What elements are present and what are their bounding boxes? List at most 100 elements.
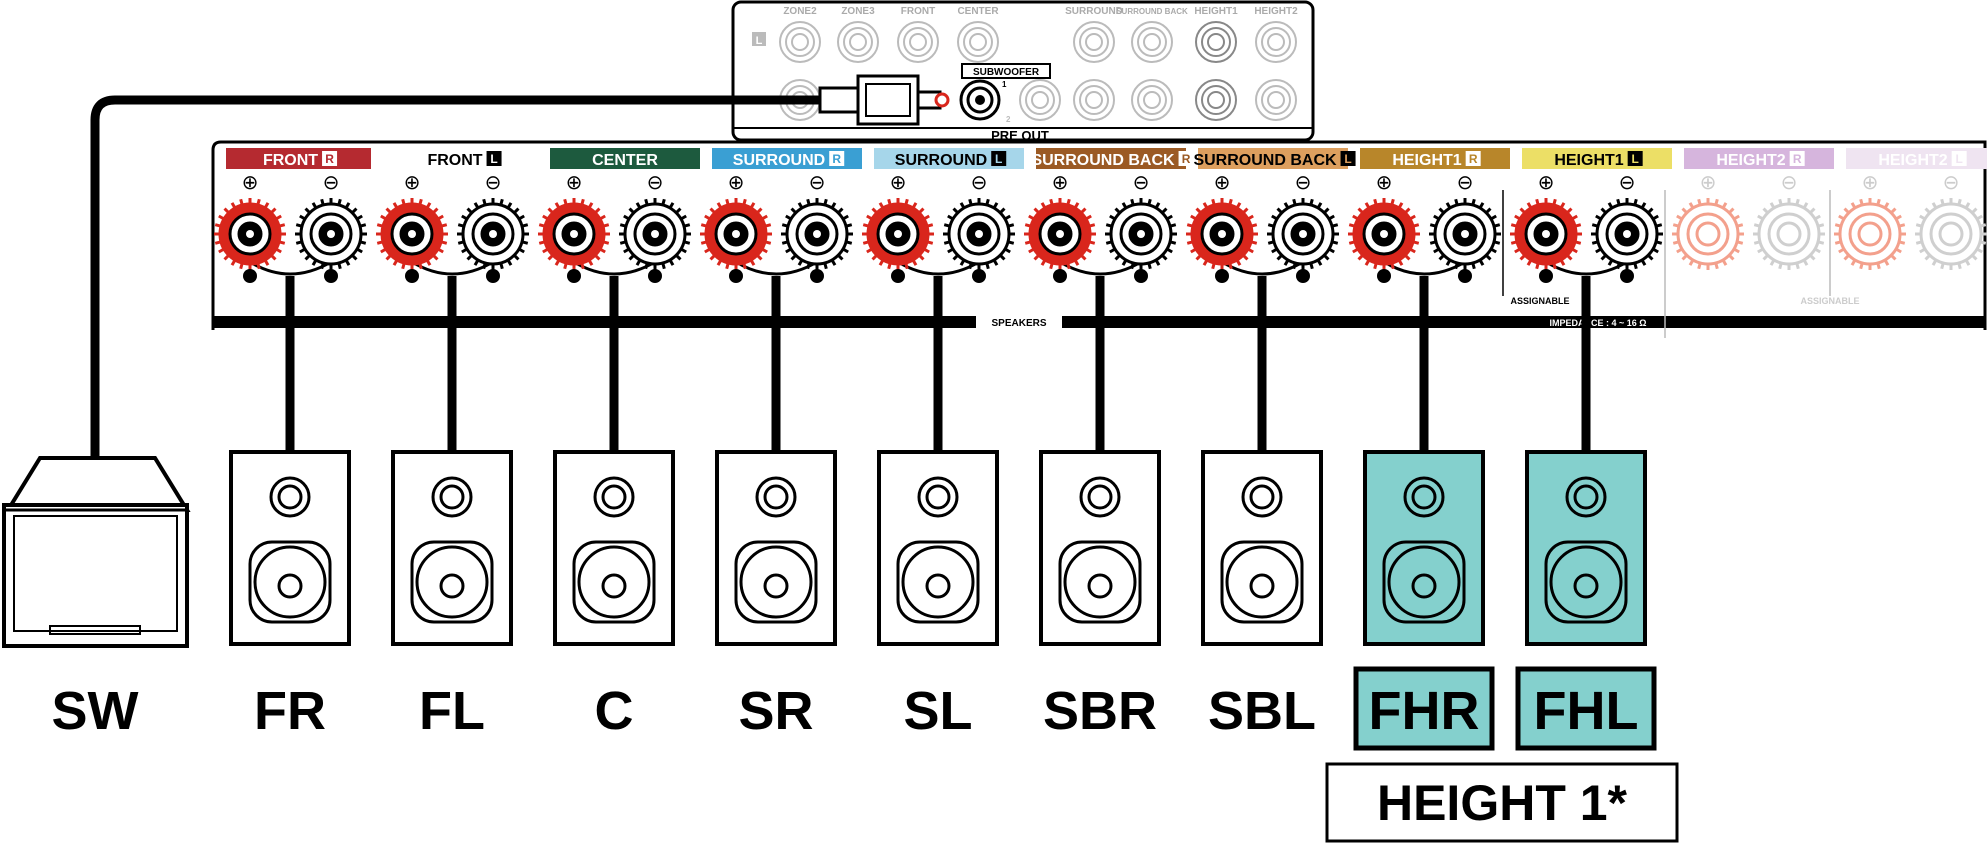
terminal-foot [1458,269,1472,283]
woofer-dustcap [1249,573,1275,599]
terminal-plus [862,198,934,270]
terminal-minus [619,198,691,270]
preout-label: SURROUND [1065,6,1123,17]
terminal-minus [1753,198,1825,270]
preout-label: CENTER [957,6,999,17]
channel-label-bg [712,148,862,169]
terminal-hole [1056,230,1064,238]
plus-symbol: ⊕ [1862,172,1879,194]
minus-symbol: ⊖ [485,172,502,194]
speaker-label-box [1353,666,1495,751]
speaker-fr: FR [229,450,351,741]
plus-symbol: ⊕ [566,172,583,194]
height-note-box [1325,762,1679,843]
minus-symbol: ⊖ [1781,172,1798,194]
channel-label-text: HEIGHT1 [1392,152,1461,169]
rca-jack-top [1255,21,1297,63]
speaker-label-box [1515,666,1657,751]
side-badge-text: L [490,152,497,166]
tweeter-inner [277,484,303,510]
terminal-hole [1461,230,1469,238]
side-badge-text: L [1956,152,1963,166]
terminal-minus [1105,198,1177,270]
terminal-plus [1672,198,1744,270]
terminal-minus [1591,198,1663,270]
minus-symbol: ⊖ [1295,172,1312,194]
plus-symbol: ⊕ [1214,172,1231,194]
subwoofer-unit: SW [2,456,191,741]
woofer-dustcap [1411,573,1437,599]
terminal-foot [1215,269,1229,283]
channel-label-text: HEIGHT1 [1554,152,1623,169]
terminal-center [1695,221,1721,247]
terminal-minus [943,198,1015,270]
terminal-plus [538,198,610,270]
speaker-label: FL [419,681,485,741]
terminal-minus [1915,198,1987,270]
channel-label-bg [874,148,1024,169]
rca-jack-top [1131,21,1173,63]
plug-body-inner [865,83,911,117]
terminal-hole [732,230,740,238]
subwoofer-cable [90,95,820,460]
channel-label-text: SURROUND [733,152,825,169]
terminal-plus [1510,198,1582,270]
plus-symbol: ⊕ [890,172,907,194]
tweeter-inner [1249,484,1275,510]
terminal-foot [1620,269,1634,283]
channel-label: HEIGHT2 L [1846,148,1987,169]
speaker-label: SBR [1043,681,1157,741]
plus-symbol: ⊕ [404,172,421,194]
terminal-hole [975,230,983,238]
jack-pin [1085,91,1103,109]
plus-symbol: ⊕ [728,172,745,194]
terminal-foot [324,269,338,283]
jack-pin [1143,91,1161,109]
side-badge-text: L [995,152,1002,166]
tweeter-inner [1087,484,1113,510]
subwoofer-label: SW [52,681,139,741]
channel-label-bg [1036,148,1186,169]
speaker-label: SR [738,681,813,741]
jack-pin [969,33,987,51]
jack-pin [909,33,927,51]
woofer-dustcap [1573,573,1599,599]
subwoofer-body [2,503,189,648]
channel-label-text: SURROUND [895,152,987,169]
terminal-hole [1299,230,1307,238]
minus-symbol: ⊖ [971,172,988,194]
terminal-foot [810,269,824,283]
terminal-foot [1053,269,1067,283]
channel-label-text: CENTER [592,152,658,169]
terminal-plus [1348,198,1420,270]
terminal-plus [214,198,286,270]
height-note: HEIGHT 1* [1325,762,1679,843]
speakers-label: SPEAKERS [991,318,1046,329]
plus-symbol: ⊕ [242,172,259,194]
terminal-plus [700,198,772,270]
speaker-label: SL [903,681,972,741]
tweeter-inner [1573,484,1599,510]
terminal-frame [211,140,1987,330]
plus-symbol: ⊕ [1052,172,1069,194]
rca-jack-top [779,21,821,63]
side-badge-text: R [1793,152,1802,166]
channel-label-text: SURROUND BACK [1193,152,1337,169]
minus-symbol: ⊖ [647,172,664,194]
rca-jack-bottom [1073,79,1115,121]
plus-symbol: ⊕ [1700,172,1717,194]
rca-jack-bottom [1195,79,1237,121]
channel-label-text: HEIGHT2 [1878,152,1947,169]
plus-symbol: ⊕ [1538,172,1555,194]
jack-pin [1031,91,1049,109]
rca-jack-top [1073,21,1115,63]
terminal-minus [1429,198,1501,270]
terminal-hole [246,230,254,238]
terminal-plus [376,198,448,270]
terminal-foot [1296,269,1310,283]
